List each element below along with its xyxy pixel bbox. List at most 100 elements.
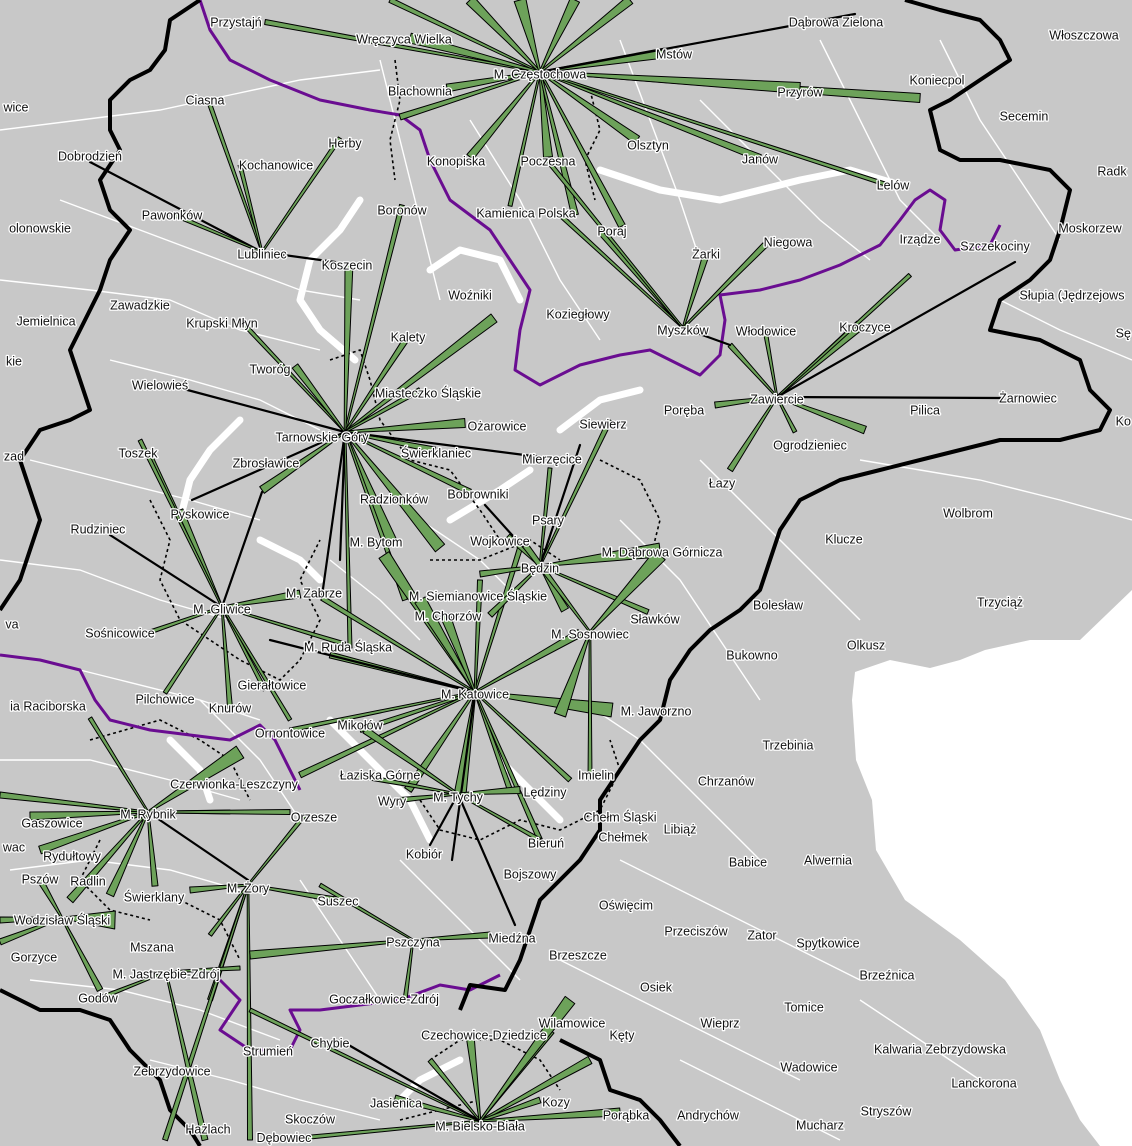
flow-line bbox=[146, 810, 250, 882]
place-label: olonowskie bbox=[9, 221, 71, 235]
flow-line bbox=[775, 395, 1002, 400]
place-label: Janów bbox=[742, 152, 779, 166]
place-label: Woźniki bbox=[448, 288, 492, 302]
place-label: Radk bbox=[1097, 164, 1127, 178]
place-label: Herby bbox=[328, 136, 362, 150]
place-label: Sławków bbox=[630, 612, 680, 626]
place-label: Lubliniec bbox=[237, 247, 286, 261]
place-label: Libiąż bbox=[664, 822, 697, 836]
place-label: Psary bbox=[532, 513, 565, 527]
flow-line bbox=[456, 792, 517, 927]
place-label: Radlin bbox=[70, 874, 105, 888]
place-label: Wodzisław Śląski bbox=[14, 912, 110, 927]
place-label: M. Tychy bbox=[433, 790, 484, 804]
flow-wedge bbox=[522, 542, 592, 633]
place-label: M. Gliwice bbox=[193, 602, 251, 616]
place-label: Spytkowice bbox=[796, 936, 859, 950]
place-label: Bojszowy bbox=[504, 867, 558, 881]
place-label: Mucharz bbox=[796, 1118, 844, 1132]
place-label: Łaziska Górne bbox=[340, 768, 421, 782]
place-label: Ciasna bbox=[186, 93, 225, 107]
place-label: Bolesław bbox=[753, 598, 804, 612]
flow-line bbox=[220, 490, 264, 609]
place-label: Przystajń bbox=[210, 15, 261, 29]
place-label: ia Raciborska bbox=[10, 699, 86, 713]
place-label: Chełm Śląski bbox=[584, 809, 657, 824]
place-label: Gaszowice bbox=[21, 816, 82, 830]
place-label: Gorzyce bbox=[11, 950, 58, 964]
flow-line bbox=[538, 443, 582, 568]
place-label: Kęty bbox=[609, 1028, 635, 1042]
place-label: Lelów bbox=[877, 178, 911, 192]
place-label: Secemin bbox=[1000, 109, 1049, 123]
place-label: Ożarowice bbox=[467, 419, 526, 433]
place-label: va bbox=[5, 617, 18, 631]
flow-line bbox=[538, 12, 857, 74]
flow-wedge bbox=[318, 882, 414, 942]
place-label: Lędziny bbox=[523, 785, 567, 799]
place-label: Kalwaria Zebrzydowska bbox=[874, 1042, 1006, 1056]
place-label: Zator bbox=[747, 928, 776, 942]
place-label: Rydułtowy bbox=[43, 849, 101, 863]
place-label: Siewierz bbox=[579, 417, 626, 431]
place-label: Boronów bbox=[377, 203, 427, 217]
place-label: Dębowiec bbox=[257, 1131, 312, 1145]
place-label: Ogrodzieniec bbox=[773, 438, 847, 452]
flow-line bbox=[428, 792, 460, 847]
place-label: Wyry bbox=[378, 794, 407, 808]
place-label: Wolbrom bbox=[943, 506, 993, 520]
place-label: Brzeźnica bbox=[860, 968, 915, 982]
place-label: Kozy bbox=[542, 1095, 571, 1109]
flow-line bbox=[338, 1038, 482, 1123]
place-label: M. Częstochowa bbox=[494, 67, 586, 81]
place-label: Olkusz bbox=[847, 638, 885, 652]
place-label: Klucze bbox=[825, 532, 863, 546]
place-label: Ko bbox=[1116, 414, 1131, 428]
place-label: Bieruń bbox=[528, 836, 564, 850]
flow-wedge bbox=[544, 158, 685, 329]
flow-wedge bbox=[221, 605, 347, 647]
place-label: Sośnicowice bbox=[85, 626, 155, 640]
place-label: Kalety bbox=[391, 330, 426, 344]
place-label: Pszów bbox=[22, 872, 60, 886]
flow-wedge bbox=[587, 631, 593, 781]
flow-line bbox=[178, 386, 347, 434]
place-label: Czechowice-Dziedzice bbox=[421, 1028, 547, 1042]
place-label: Toszek bbox=[119, 446, 159, 460]
place-label: Mierzęcice bbox=[522, 452, 582, 466]
place-label: Włoszczowa bbox=[1049, 28, 1119, 42]
place-label: Dobrodzień bbox=[58, 149, 122, 163]
place-label: M. Żory bbox=[227, 881, 270, 895]
place-label: Słupia (Jędrzejows bbox=[1020, 288, 1125, 302]
place-label: M. Bytom bbox=[350, 535, 403, 549]
place-label: Moskorzew bbox=[1058, 221, 1122, 235]
place-label: Kroczyce bbox=[839, 320, 890, 334]
place-label: M. Siemianowice Śląskie bbox=[409, 588, 547, 603]
place-label: Pyskowice bbox=[170, 507, 229, 521]
place-label: Zawadzkie bbox=[110, 298, 170, 312]
place-label: Chełmek bbox=[598, 830, 648, 844]
place-label: Rudziniec bbox=[71, 522, 126, 536]
place-label: Pilica bbox=[910, 403, 940, 417]
flow-line bbox=[108, 533, 224, 609]
place-label: M. Katowice bbox=[441, 687, 509, 701]
place-label: Strumień bbox=[243, 1044, 293, 1058]
place-label: Wojkowice bbox=[470, 534, 530, 548]
place-label: Poczesna bbox=[521, 154, 576, 168]
place-label: Pawonków bbox=[142, 208, 203, 222]
place-label: Hażlach bbox=[185, 1122, 230, 1136]
flow-wedge bbox=[0, 916, 63, 924]
place-label: Mszana bbox=[130, 940, 174, 954]
place-label: Trzebinia bbox=[763, 738, 814, 752]
place-label: Żarnowiec bbox=[999, 391, 1057, 405]
place-label: Myszków bbox=[657, 323, 709, 337]
place-label: Pszczyna bbox=[386, 935, 440, 949]
place-label: Kobiór bbox=[406, 847, 442, 861]
place-label: Świerklany bbox=[124, 889, 185, 904]
place-label: Bobrowniki bbox=[447, 487, 508, 501]
flow-line bbox=[190, 430, 347, 502]
place-label: Radzionków bbox=[360, 492, 429, 506]
place-label: Dąbrowa Zielona bbox=[789, 15, 884, 29]
flow-line bbox=[88, 160, 264, 254]
